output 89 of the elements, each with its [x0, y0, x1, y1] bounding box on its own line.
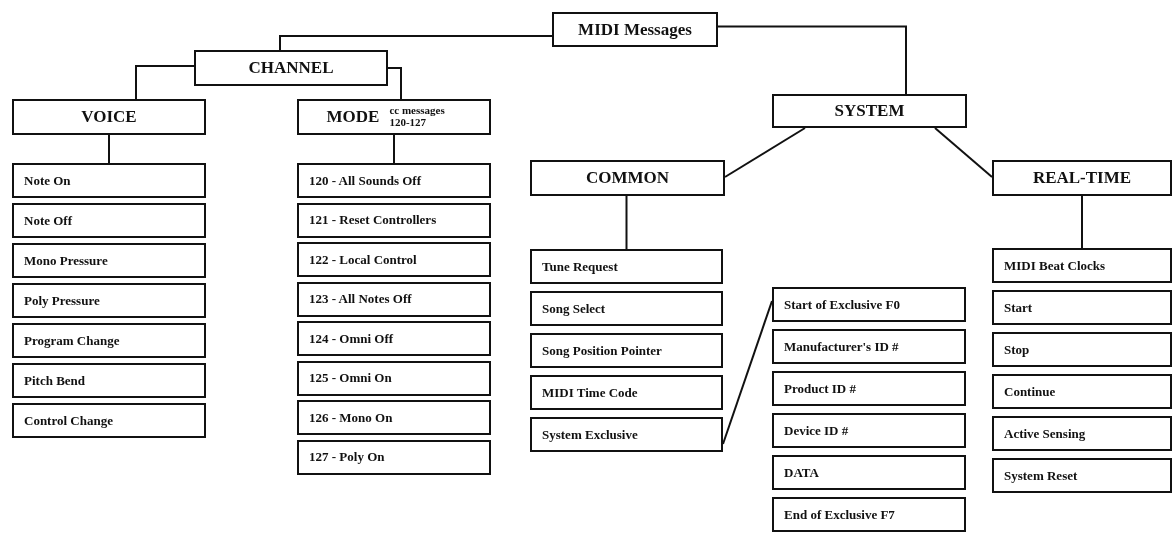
- category-label: SYSTEM: [834, 101, 905, 121]
- message-box: [530, 333, 723, 368]
- note-text: cc messages 120-127: [389, 105, 446, 129]
- connector-line: [135, 65, 195, 100]
- message-label: Stop: [1004, 341, 1030, 358]
- message-box: [772, 497, 966, 532]
- message-label: 124 - Omni Off: [309, 330, 394, 347]
- message-label: Start: [1004, 299, 1033, 316]
- message-label: 125 - Omni On: [309, 370, 392, 386]
- message-box: [12, 403, 206, 438]
- category-label: CHANNEL: [248, 58, 334, 78]
- message-label: 122 - Local Control: [309, 251, 417, 268]
- message-box: [772, 413, 966, 448]
- message-label: 123 - All Notes Off: [309, 291, 412, 307]
- message-box: [992, 248, 1172, 283]
- message-label: Start of Exclusive F0: [784, 296, 900, 313]
- message-label: Pitch Bend: [24, 372, 86, 389]
- message-label: Note Off: [24, 212, 72, 229]
- message-label: Song Select: [542, 300, 606, 317]
- message-label: 120 - All Sounds Off: [309, 172, 421, 189]
- message-box: [12, 283, 206, 318]
- message-label: 121 - Reset Controllers: [309, 212, 437, 228]
- message-label: Device ID #: [784, 422, 849, 439]
- message-box: [297, 360, 491, 396]
- message-label: Active Sensing: [1004, 425, 1086, 442]
- message-label: Mono Pressure: [24, 252, 108, 269]
- message-label: MIDI Beat Clocks: [1004, 257, 1106, 274]
- message-box: [772, 455, 966, 490]
- category-box: [297, 99, 491, 135]
- message-label: Program Change: [24, 332, 120, 349]
- message-box: [12, 363, 206, 398]
- message-label: Control Change: [24, 412, 113, 429]
- message-box: [12, 203, 206, 238]
- message-box: [772, 329, 966, 364]
- message-label: Note On: [24, 172, 71, 189]
- message-label: Tune Request: [542, 258, 618, 275]
- category-box: [12, 99, 206, 135]
- message-box: [297, 400, 491, 435]
- message-box: [992, 416, 1172, 451]
- message-box: [12, 243, 206, 278]
- message-box: [297, 281, 491, 317]
- message-label: System Exclusive: [542, 426, 638, 443]
- message-box: [12, 323, 206, 358]
- message-box: [297, 321, 491, 356]
- category-box: [194, 50, 388, 86]
- message-label: Continue: [1004, 383, 1056, 400]
- message-box: [992, 290, 1172, 325]
- message-label: End of Exclusive F7: [784, 506, 895, 523]
- message-label: 127 - Poly On: [309, 449, 385, 465]
- connector-line: [387, 67, 402, 100]
- message-box: [530, 291, 723, 326]
- category-label: COMMON: [585, 168, 670, 188]
- category-label: REAL-TIME: [1032, 168, 1132, 188]
- message-box: [530, 417, 723, 452]
- message-label: Manufacturer's ID #: [784, 338, 899, 355]
- category-label: VOICE: [81, 107, 137, 127]
- connector-line: [279, 35, 553, 51]
- category-label: MODE: [326, 107, 380, 127]
- message-box: [992, 458, 1172, 493]
- connector-line: [724, 127, 806, 178]
- category-box: [530, 160, 725, 196]
- category-label: MIDI Messages: [578, 19, 692, 40]
- message-box: [992, 332, 1172, 367]
- connector-line: [393, 134, 395, 164]
- connector-line: [934, 127, 993, 178]
- message-box: [297, 163, 491, 198]
- message-label: Poly Pressure: [24, 292, 100, 309]
- category-box: [992, 160, 1172, 196]
- message-box: [297, 242, 491, 277]
- message-box: [12, 163, 206, 198]
- connector-line: [717, 25, 907, 95]
- message-label: Song Position Pointer: [542, 342, 662, 359]
- message-label: MIDI Time Code: [542, 384, 638, 401]
- message-box: [297, 439, 491, 475]
- category-box: [552, 12, 718, 47]
- message-label: System Reset: [1004, 467, 1078, 484]
- connector-line: [1081, 195, 1083, 249]
- message-box: [297, 202, 491, 238]
- message-box: [530, 249, 723, 284]
- message-label: 126 - Mono On: [309, 409, 393, 426]
- connector-line: [625, 195, 628, 250]
- message-label: DATA: [784, 464, 819, 481]
- connector-line: [108, 134, 110, 164]
- message-box: [992, 374, 1172, 409]
- category-box: [772, 94, 967, 128]
- message-box: [772, 287, 966, 322]
- message-label: Product ID #: [784, 380, 856, 397]
- message-box: [530, 375, 723, 410]
- message-box: [772, 371, 966, 406]
